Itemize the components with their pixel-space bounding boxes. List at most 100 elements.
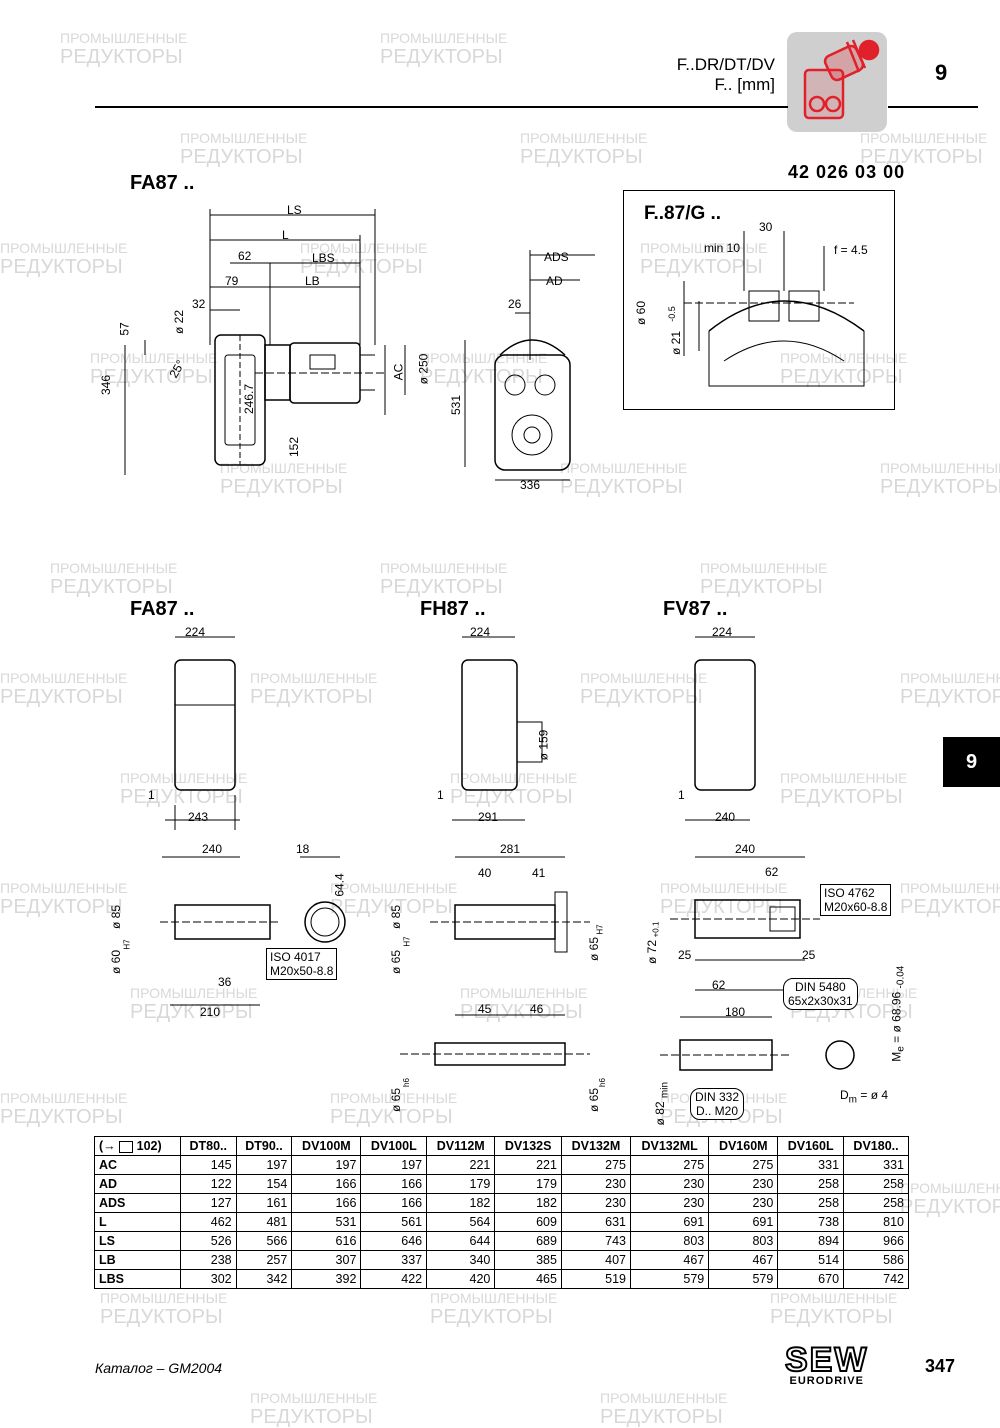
watermark-line1: ПРОМЫШЛЕННЫЕ xyxy=(0,880,128,896)
dim-62: 62 xyxy=(238,249,252,263)
fv-dim-1: 1 xyxy=(678,788,685,802)
fh-dim-d85: ø 85 xyxy=(389,904,404,930)
row-label: LB xyxy=(94,1250,181,1270)
watermark-line2: РЕДУКТОРЫ xyxy=(600,1406,723,1428)
fv-dim-d82: ø 82 min xyxy=(653,1082,670,1125)
fa-bolt-note: ISO 4017 M20x50-8.8 xyxy=(266,948,338,980)
table-ref-header[interactable]: (→ 102) xyxy=(94,1136,181,1156)
watermark-line1: ПРОМЫШЛЕННЫЕ xyxy=(380,30,508,46)
fv-bolt-std: ISO 4762 xyxy=(824,886,875,900)
fa-dim-240: 240 xyxy=(202,842,223,856)
fa-dim-1: 1 xyxy=(148,788,155,802)
fh-drawing xyxy=(400,636,590,1066)
table-cell: 331 xyxy=(777,1155,845,1175)
dim-d22: ø 22 xyxy=(172,309,187,335)
table-col-header: DV160L xyxy=(777,1136,845,1156)
fa-dim-18: 18 xyxy=(296,842,310,856)
table-cell: 803 xyxy=(630,1231,710,1251)
watermark-line1: ПРОМЫШЛЕННЫЕ xyxy=(770,1290,898,1306)
watermark-line1: ПРОМЫШЛЕННЫЕ xyxy=(900,1180,1000,1196)
table-cell: 197 xyxy=(360,1155,428,1175)
watermark-line1: ПРОМЫШЛЕННЫЕ xyxy=(0,670,128,686)
fv-me-symbol: M xyxy=(889,1051,904,1062)
fv-spline-size: 65x2x30x31 xyxy=(788,994,853,1008)
row-label: AC xyxy=(94,1155,181,1175)
watermark-line2: РЕДУКТОРЫ xyxy=(0,686,123,708)
table-cell: 803 xyxy=(708,1231,779,1251)
table-cell: 340 xyxy=(426,1250,496,1270)
watermark-line2: РЕДУКТОРЫ xyxy=(180,146,303,168)
dim-246: 246.7 xyxy=(242,383,257,415)
dim-336: 336 xyxy=(520,478,541,492)
fh-dim-41: 41 xyxy=(532,866,546,880)
detail-label: F..87/G .. xyxy=(644,203,722,224)
table-cell: 230 xyxy=(630,1174,710,1194)
detail-dim-30: 30 xyxy=(759,220,773,234)
table-col-header: DV100M xyxy=(291,1136,362,1156)
watermark-line2: РЕДУКТОРЫ xyxy=(770,1306,893,1328)
dim-531: 531 xyxy=(449,394,464,416)
table-cell: 579 xyxy=(708,1269,779,1289)
table-cell: 230 xyxy=(560,1193,632,1213)
table-cell: 465 xyxy=(494,1269,562,1289)
detail-box: F..87/G .. 30 min 10 f = 4.5 ø 60 ø 21 -… xyxy=(623,190,895,410)
table-col-header: DV132M xyxy=(560,1136,632,1156)
table-cell: 579 xyxy=(630,1269,710,1289)
table-cell: 514 xyxy=(777,1250,845,1270)
fh-dim-46: 46 xyxy=(530,1002,544,1016)
header-rule-right xyxy=(888,106,978,108)
detail-dim-min10: min 10 xyxy=(704,241,741,255)
watermark-line2: РЕДУКТОРЫ xyxy=(900,896,1000,918)
dim-d250: ø 250 xyxy=(416,353,431,385)
dim-ac: AC xyxy=(391,363,406,381)
sew-logo-text: SEW xyxy=(784,1341,869,1379)
watermark-line1: ПРОМЫШЛЕННЫЕ xyxy=(250,1390,378,1406)
watermark-line2: РЕДУКТОРЫ xyxy=(100,1306,223,1328)
table-cell: 179 xyxy=(426,1174,496,1194)
table-cell: 238 xyxy=(179,1250,237,1270)
table-cell: 894 xyxy=(777,1231,845,1251)
page-number: 347 xyxy=(925,1356,956,1376)
detail-dim-f: f = 4.5 xyxy=(834,243,868,257)
fa-dim-d85: ø 85 xyxy=(109,904,124,930)
table-col-header: DV180.. xyxy=(843,1136,909,1156)
catalog-footer: Каталог – GM2004 xyxy=(95,1360,223,1376)
fv-dim-me: Me = ø 68.96 -0.04 xyxy=(889,966,906,1062)
table-cell: 691 xyxy=(630,1212,710,1232)
table-cell: 230 xyxy=(708,1174,779,1194)
fv-center-std: DIN 332 xyxy=(695,1090,740,1104)
fv-me-tol: -0.04 xyxy=(895,965,907,989)
fa-dim-36: 36 xyxy=(218,975,232,989)
fa-dim-224: 224 xyxy=(185,625,206,639)
chapter-tab[interactable]: 9 xyxy=(943,737,1000,787)
table-cell: 467 xyxy=(630,1250,710,1270)
table-col-header: DT80.. xyxy=(179,1136,237,1156)
watermark-line2: РЕДУКТОРЫ xyxy=(880,476,1000,498)
fh-dim-h6a: h6 xyxy=(401,1078,411,1087)
table-cell: 644 xyxy=(426,1231,496,1251)
table-cell: 689 xyxy=(494,1231,562,1251)
dim-57: 57 xyxy=(117,322,132,336)
detail-dim-d21: ø 21 xyxy=(669,330,684,356)
table-cell: 182 xyxy=(494,1193,562,1213)
table-cell: 526 xyxy=(179,1231,237,1251)
table-cell: 182 xyxy=(426,1193,496,1213)
dim-lb: LB xyxy=(305,274,320,288)
fv-center-note: DIN 332 D.. M20 xyxy=(690,1088,745,1120)
watermark-line1: ПРОМЫШЛЕННЫЕ xyxy=(430,1290,558,1306)
ref-page: 102) xyxy=(136,1139,162,1153)
watermark-line1: ПРОМЫШЛЕННЫЕ xyxy=(860,130,988,146)
table-cell: 531 xyxy=(291,1212,362,1232)
fa-dim-210: 210 xyxy=(200,1005,221,1019)
